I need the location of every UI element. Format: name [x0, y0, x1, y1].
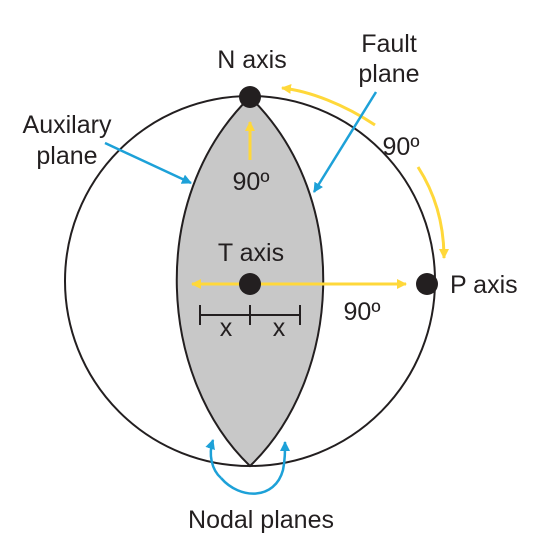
n-to-p-axis-arc-arrow	[416, 166, 449, 259]
x-ruler	[199, 305, 301, 325]
angle-label-upper-right: 90º	[383, 133, 420, 161]
x-label-right: x	[273, 314, 286, 342]
x-label-left: x	[220, 314, 233, 342]
angle-label-right: 90º	[344, 298, 381, 326]
auxiliary-plane-label-line1: Auxilary	[23, 111, 112, 139]
fault-plane-label-line2: plane	[358, 60, 419, 88]
angle-label-top: 90º	[233, 168, 270, 196]
n-axis-label: N axis	[217, 46, 286, 74]
n-axis-point	[239, 86, 261, 108]
auxiliary-plane-pointer	[104, 141, 192, 185]
p-axis-label: P axis	[450, 271, 518, 299]
p-axis-point	[416, 273, 438, 295]
nodal-planes-label: Nodal planes	[188, 506, 334, 534]
auxiliary-plane-label-line2: plane	[36, 142, 97, 170]
nodal-planes-pointer	[205, 439, 222, 479]
t-axis-point	[239, 273, 261, 295]
fault-plane-label-line1: Fault	[361, 30, 417, 58]
p-to-n-axis-arc-arrow	[281, 83, 376, 127]
fault-plane-pointer	[312, 91, 378, 193]
nodal-planes-pointer-curve	[220, 441, 290, 495]
t-axis-label: T axis	[218, 239, 284, 267]
